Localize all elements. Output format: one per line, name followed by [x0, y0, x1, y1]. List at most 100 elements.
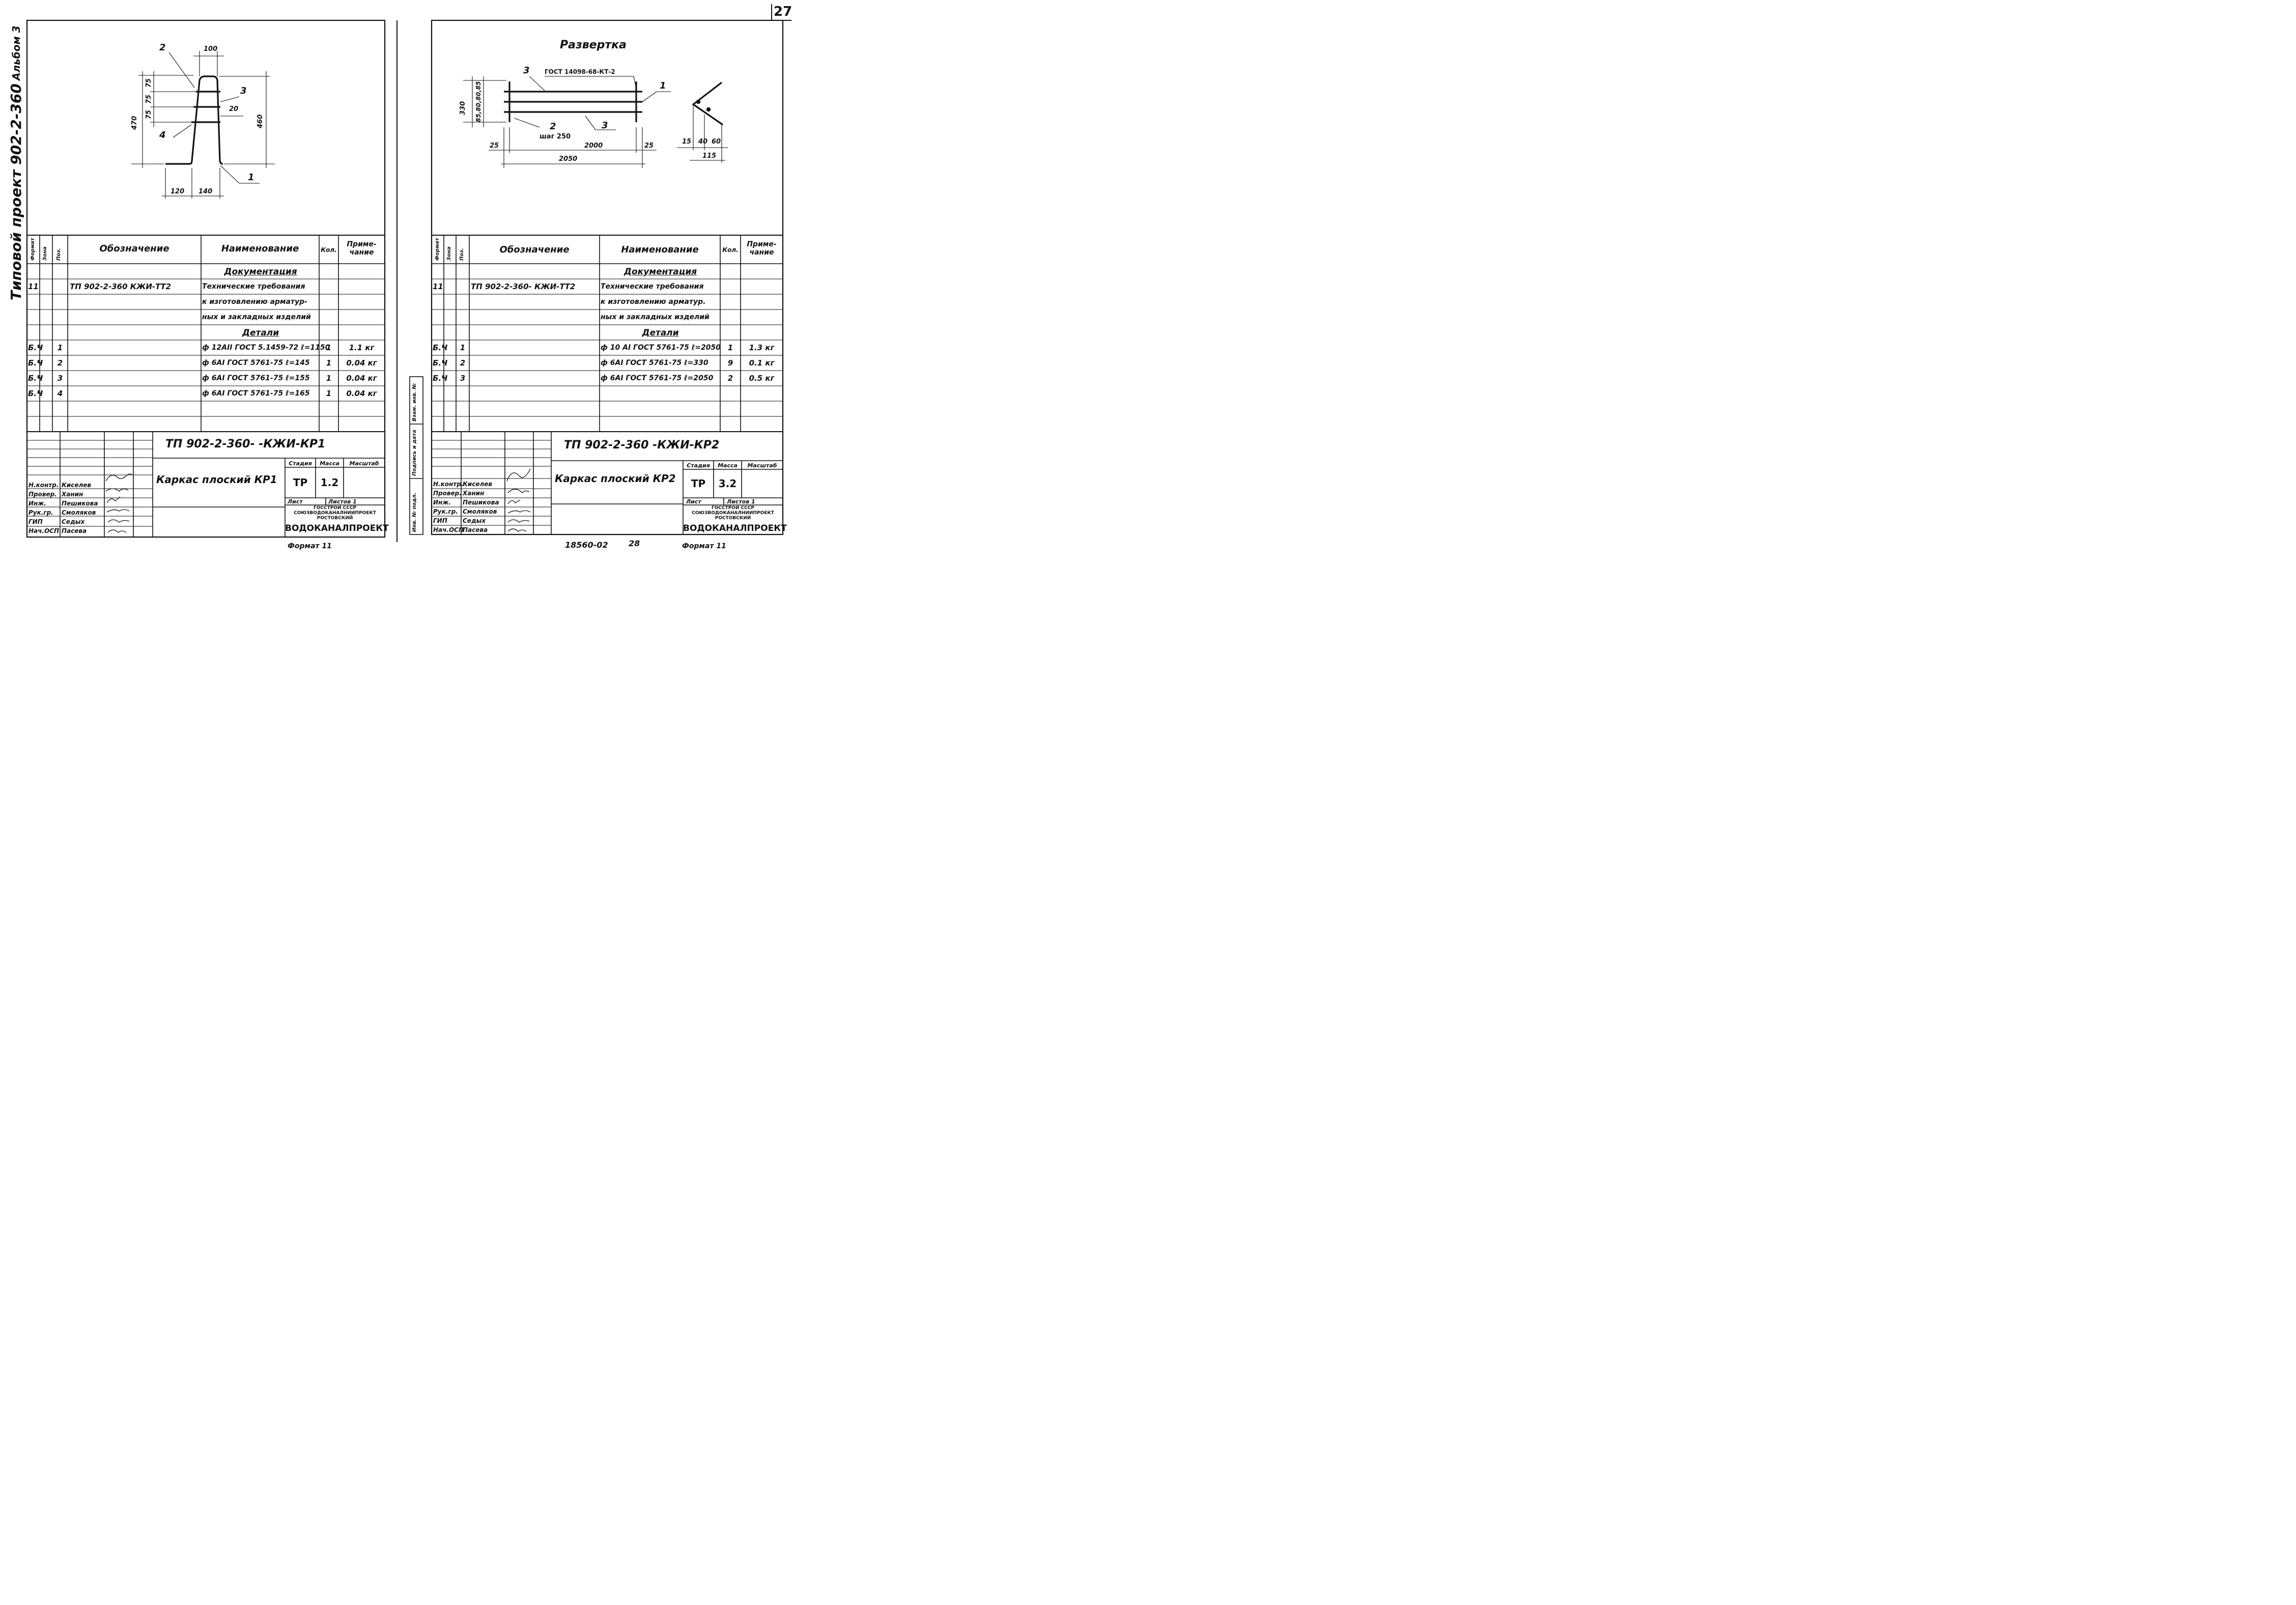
left-stage-label: Стадия [289, 460, 312, 467]
right-doc-code: ТП 902-2-360 -КЖИ-КР2 [564, 439, 720, 452]
spec-note-cell: 1.1 кг [349, 343, 375, 352]
r-dim-330: 330 [459, 101, 467, 115]
staff-name: Смоляков [62, 509, 96, 516]
spec-name-cell: ф 12АII ГОСТ 5.1459-72 ℓ=1150 [202, 344, 330, 352]
spec-pos-cell: 1 [57, 343, 63, 352]
left-mass: 1.2 [320, 476, 339, 489]
r-dim-60: 60 [712, 138, 721, 146]
staff-role: Инж. [433, 499, 451, 506]
spec-pos-cell: 2 [460, 358, 466, 368]
dim-20: 20 [229, 105, 239, 113]
spec-format-cell: Б.Ч [433, 358, 448, 368]
r-col-zone-header: Зона [446, 246, 452, 261]
right-stage-label: Стадия [687, 462, 710, 469]
staff-role: ГИП [29, 518, 43, 525]
spec-format-cell: Б.Ч [433, 343, 448, 352]
pos-label-1: 1 [248, 172, 254, 183]
pos-label-2: 2 [159, 42, 166, 53]
spec-format-cell: 11 [433, 282, 443, 291]
r-dim-15: 15 [682, 138, 692, 146]
spec-note-cell: 0.04 кг [346, 358, 377, 368]
archive-number: 18560-02 [565, 540, 608, 550]
spec-format-cell: Б.Ч [28, 389, 43, 398]
staff-name: Пешикова [463, 499, 499, 506]
spec-name-cell: Технические требования [601, 283, 704, 291]
staff-name: Ханин [463, 490, 485, 497]
staff-name: Седых [463, 517, 486, 524]
spec-note-cell: 0.04 кг [346, 374, 377, 383]
r-dim-25-right: 25 [644, 142, 654, 150]
r-dim-40: 40 [698, 138, 708, 146]
spec-name-cell: к изготовлению арматур. [601, 298, 706, 306]
staff-role: Н.контр. [433, 481, 464, 488]
r-dim-spacing: 85,80,80,85 [475, 81, 482, 122]
r-dim-2000: 2000 [584, 142, 603, 150]
right-org-line-2: СОЮЗВОДОКАНАЛНИИПРОЕКТ [692, 511, 774, 516]
dim-75-a: 75 [145, 78, 153, 88]
left-org-line-2: СОЮЗВОДОКАНАЛНИИПРОЕКТ [294, 511, 376, 516]
r-pos-label-3-top: 3 [523, 65, 530, 76]
spec-name-cell: ф 6AI ГОСТ 5761-75 ℓ=145 [202, 359, 310, 367]
pos-label-4: 4 [159, 130, 166, 140]
staff-role: ГИП [433, 517, 447, 524]
spec-note-cell: 1.3 кг [749, 343, 775, 352]
left-doc-title: Каркас плоский КР1 [156, 473, 277, 486]
left-sheet-label: Лист [288, 498, 303, 505]
spec-qty-cell: 1 [727, 343, 733, 352]
spec-pos-cell: 3 [57, 374, 63, 383]
r-col-qty-header: Кол. [722, 246, 739, 254]
staff-role: Нач.ОСП [433, 526, 464, 533]
drawing-linework [26, 4, 791, 542]
dim-470: 470 [131, 116, 138, 130]
page-number: 27 [774, 4, 792, 19]
spec-name-cell: ных и закладных изделий [202, 313, 311, 321]
unfolding-heading: Развертка [560, 39, 627, 51]
col-designation-header: Обозначение [99, 243, 169, 254]
left-scale-label: Масштаб [349, 460, 379, 467]
col-qty-header: Кол. [321, 246, 337, 254]
staff-name: Пасева [62, 527, 87, 534]
right-stage: ТР [691, 477, 706, 490]
spec-qty-cell: 1 [326, 358, 332, 368]
spec-designation-cell: ТП 902-2-360- КЖИ-ТТ2 [471, 282, 576, 291]
spec-qty-cell: 2 [727, 374, 733, 383]
project-label: Типовой проект 902-2-360 [8, 83, 24, 300]
spec-format-cell: Б.Ч [28, 358, 43, 368]
spec-name-cell: к изготовлению арматур- [202, 298, 307, 306]
col-note-header: Приме- чание [347, 240, 377, 257]
right-sheets-label: Листов 1 [727, 498, 755, 505]
staff-role: Рук.гр. [433, 508, 458, 515]
spec-format-cell: Б.Ч [28, 343, 43, 352]
spec-name-cell: ф 10 AI ГОСТ 5761-75 ℓ=2050 [601, 344, 721, 352]
dim-100: 100 [204, 45, 218, 53]
right-format-label: Формат 11 [682, 542, 726, 550]
col-pos-header: Поз. [56, 248, 62, 261]
r-pos-label-1: 1 [660, 80, 666, 91]
r-col-note-header: Приме- чание [747, 240, 777, 257]
right-org-line-1: ГОССТРОЙ СССР [711, 505, 755, 511]
spec-pos-cell: 2 [57, 358, 63, 368]
staff-name: Смоляков [463, 508, 497, 515]
staff-name: Седых [62, 518, 85, 525]
right-org-main: ВОДОКАНАЛПРОЕКТ [683, 523, 787, 533]
spec-name-cell: Документация [224, 267, 297, 277]
r-col-name-header: Наименование [621, 244, 699, 255]
pos-label-3: 3 [240, 86, 247, 96]
stamp-original-inv: Инв. № подл. [412, 492, 417, 532]
r-col-pos-header: Поз. [459, 248, 465, 261]
staff-role: Нач.ОСП [29, 527, 59, 534]
spec-name-cell: Детали [242, 328, 279, 338]
spec-name-cell: Документация [623, 267, 697, 277]
spec-name-cell: Технические требования [202, 283, 305, 291]
spec-format-cell: Б.Ч [28, 374, 43, 383]
spec-format-cell: Б.Ч [433, 374, 448, 383]
right-org-line-3: РОСТОВСКИЙ [715, 516, 751, 521]
left-doc-code: ТП 902-2-360- -КЖИ-КР1 [165, 438, 326, 450]
r-pos-label-3-bottom: 3 [602, 120, 608, 131]
left-org-main: ВОДОКАНАЛПРОЕКТ [285, 523, 389, 533]
right-mass: 3.2 [718, 477, 737, 490]
dim-75-c: 75 [145, 109, 153, 119]
archive-sheet: 28 [629, 539, 640, 548]
staff-name: Ханин [62, 491, 83, 498]
dim-460: 460 [257, 114, 264, 128]
